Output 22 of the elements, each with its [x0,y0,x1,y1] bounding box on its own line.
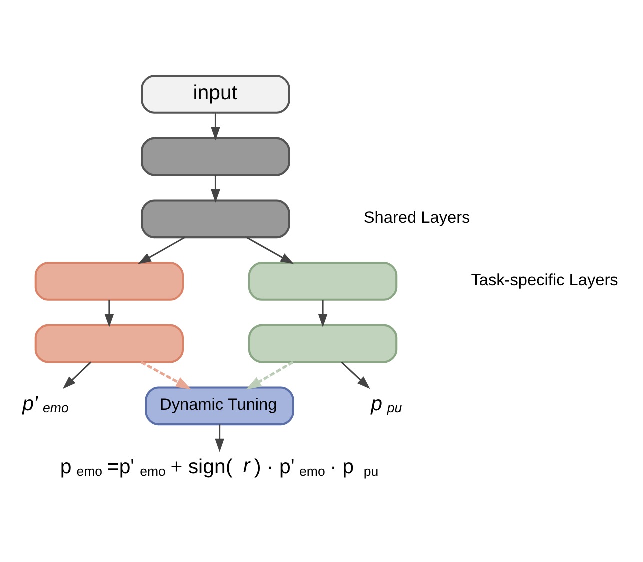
arrow [104,299,114,328]
arrow [211,112,220,140]
node-box [248,324,398,363]
arrow [215,424,224,452]
label: Task-specific Layers [471,270,618,289]
arrow [341,361,370,389]
arrow [246,360,294,390]
node-box [141,136,290,176]
arrow [211,174,220,202]
node-box [34,262,184,300]
arrow [138,236,186,264]
arrow [140,360,192,390]
node-box [34,324,184,363]
node-box: Dynamic Tuning [145,386,294,426]
node-box [248,262,398,300]
label: Shared Layers [364,208,470,227]
node-box: input [141,74,290,114]
arrow [318,299,328,328]
arrow [246,236,294,264]
arrow [62,361,92,389]
node-text: p'emo [22,392,69,416]
node-box [141,199,290,238]
